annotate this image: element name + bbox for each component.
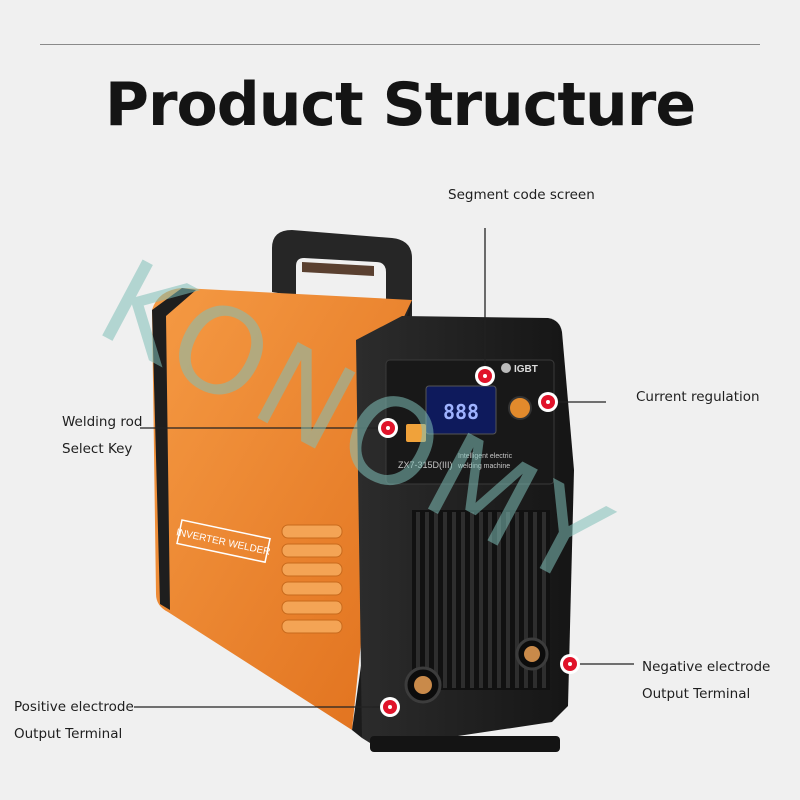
segment-display: 888 bbox=[425, 385, 497, 435]
front-panel: IGBT 888 ZX7-315D(III) Intelligent elect… bbox=[356, 316, 574, 752]
label-rod-select: Welding rod Select Key bbox=[62, 414, 143, 457]
marker-rod-select bbox=[378, 418, 398, 438]
model-label: ZX7-315D(III) bbox=[398, 460, 453, 470]
header-divider bbox=[40, 44, 760, 45]
label-negative-terminal: Negative electrode Output Terminal bbox=[642, 659, 771, 702]
desc-line-1: Intelligent electric bbox=[458, 453, 513, 460]
svg-text:IGBT: IGBT bbox=[514, 364, 538, 375]
carry-handle bbox=[272, 230, 412, 318]
label-positive-terminal: Positive electrode Output Terminal bbox=[14, 699, 134, 742]
leader-lines bbox=[134, 228, 634, 708]
label-segment-screen: Segment code screen bbox=[448, 187, 595, 203]
positive-terminal[interactable] bbox=[404, 666, 442, 704]
marker-positive-terminal bbox=[380, 697, 400, 717]
brand-badge: IGBT bbox=[501, 363, 538, 375]
vent-grille bbox=[281, 524, 343, 634]
label-current-regulation: Current regulation bbox=[636, 389, 760, 405]
base-foot bbox=[370, 736, 560, 752]
current-knob[interactable] bbox=[508, 396, 532, 420]
marker-negative-terminal bbox=[560, 654, 580, 674]
rod-select-button[interactable] bbox=[406, 424, 426, 442]
page-title: Product Structure bbox=[104, 70, 696, 140]
marker-current-regulation bbox=[538, 392, 558, 412]
marker-segment-screen bbox=[475, 366, 495, 386]
negative-terminal[interactable] bbox=[515, 637, 549, 671]
svg-text:888: 888 bbox=[443, 400, 479, 424]
marker-dots bbox=[378, 366, 580, 717]
desc-line-2: welding machine bbox=[457, 463, 510, 470]
